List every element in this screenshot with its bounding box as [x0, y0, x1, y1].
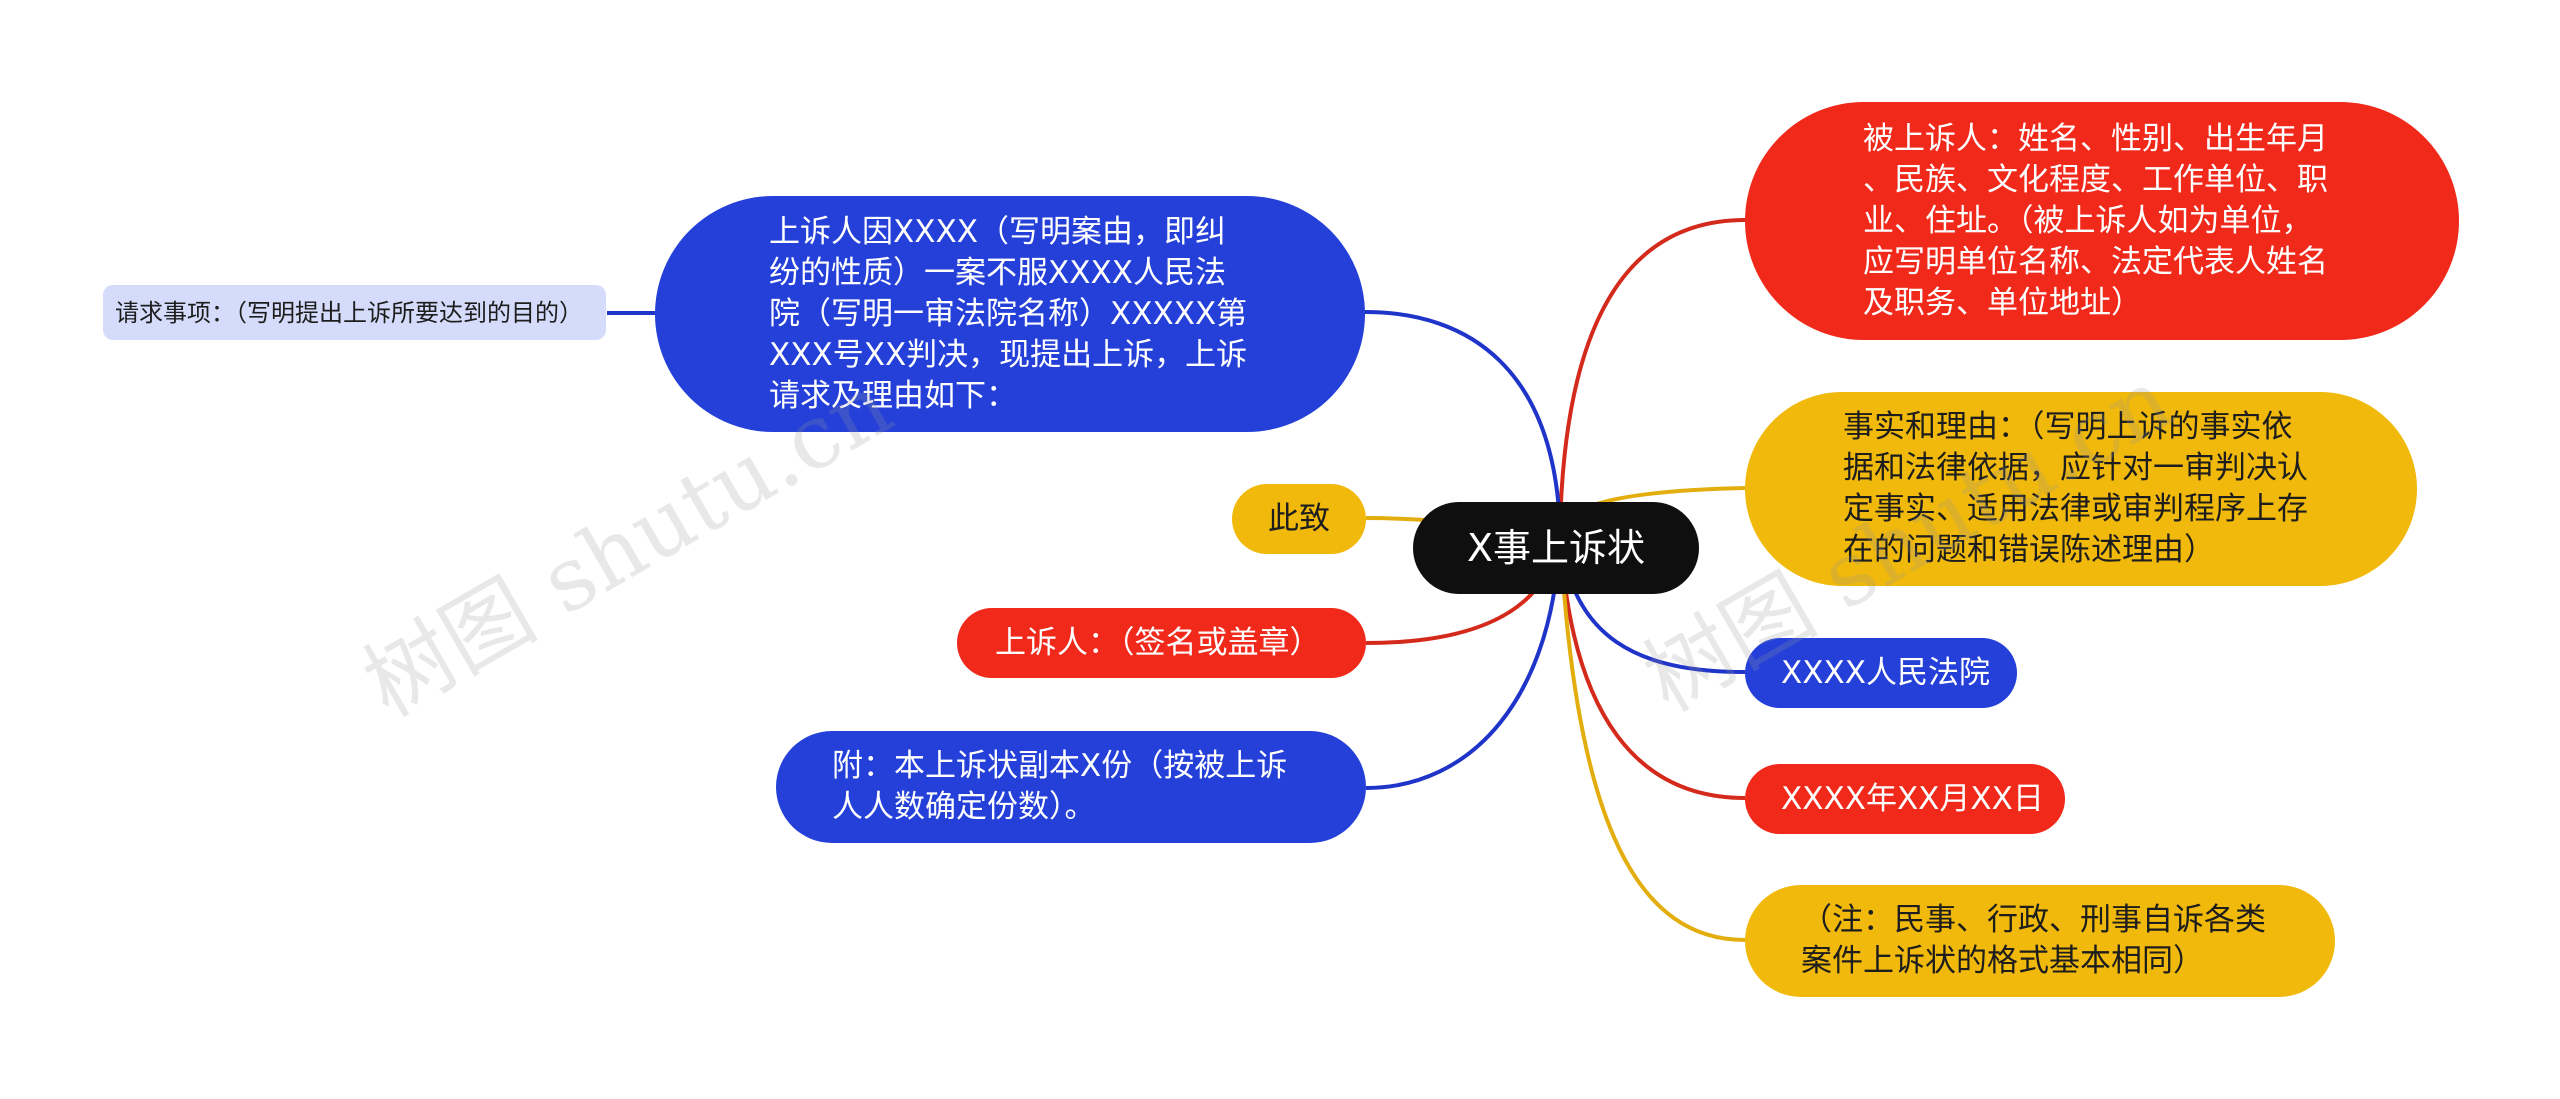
facts-reasons-node[interactable]: 事实和理由：（写明上诉的事实依 据和法律依据，应针对一审判决认 定事实、适用法律…: [1745, 392, 2417, 586]
request-items-text: 请求事项：（写明提出上诉所要达到的目的）: [115, 298, 583, 327]
request-items-node[interactable]: 请求事项：（写明提出上诉所要达到的目的）: [103, 285, 606, 340]
greeting-node[interactable]: 此致: [1232, 484, 1366, 554]
link-center-note: [1558, 529, 1746, 942]
court-text: XXXX人民法院: [1781, 654, 1990, 691]
note-text: （注：民事、行政、刑事自诉各类 案件上诉状的格式基本相同）: [1801, 902, 2266, 979]
date-text: XXXX年XX月XX日: [1781, 780, 2044, 817]
greeting-text: 此致: [1268, 500, 1330, 537]
court-node[interactable]: XXXX人民法院: [1745, 638, 2017, 708]
central-topic[interactable]: X事上诉状: [1413, 502, 1699, 594]
attachment-node[interactable]: 附：本上诉状副本X份（按被上诉 人人数确定份数）。: [776, 731, 1366, 843]
signer-text: 上诉人：（签名或盖章）: [995, 624, 1321, 661]
date-node[interactable]: XXXX年XX月XX日: [1745, 764, 2065, 834]
signer-node[interactable]: 上诉人：（签名或盖章）: [957, 608, 1366, 678]
link-center-appellee: [1558, 218, 1746, 531]
central-topic-label: X事上诉状: [1466, 525, 1646, 570]
appeal-statement-text: 上诉人因XXXX（写明案由，即纠 纷的性质）一案不服XXXX人民法 院（写明一审…: [769, 213, 1248, 414]
link-center-date: [1558, 529, 1746, 800]
appeal-statement-node[interactable]: 上诉人因XXXX（写明案由，即纠 纷的性质）一案不服XXXX人民法 院（写明一审…: [655, 196, 1365, 432]
attachment-text: 附：本上诉状副本X份（按被上诉 人人数确定份数）。: [832, 748, 1288, 825]
appellee-node[interactable]: 被上诉人：姓名、性别、出生年月 、民族、文化程度、工作单位、职 业、住址。（被上…: [1745, 102, 2459, 340]
facts-reasons-text: 事实和理由：（写明上诉的事实依 据和法律依据，应针对一审判决认 定事实、适用法律…: [1843, 409, 2308, 568]
link-center-main: [1364, 310, 1562, 531]
note-node[interactable]: （注：民事、行政、刑事自诉各类 案件上诉状的格式基本相同）: [1745, 885, 2335, 997]
appellee-text: 被上诉人：姓名、性别、出生年月 、民族、文化程度、工作单位、职 业、住址。（被上…: [1863, 120, 2328, 321]
